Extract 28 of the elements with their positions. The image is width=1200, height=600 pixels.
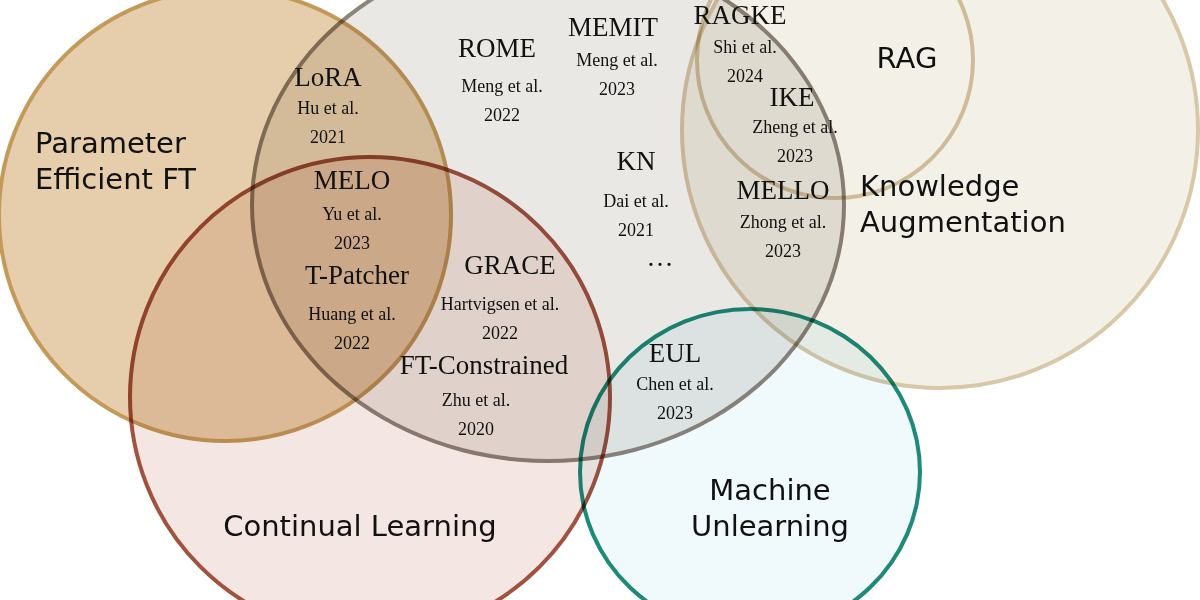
- citation-text: Meng et al. 2023: [575, 49, 659, 101]
- method-name: LoRA: [294, 62, 362, 93]
- method-name: ROME: [458, 33, 536, 64]
- citation-text: Meng et al. 2022: [460, 75, 544, 127]
- method-name: MELLO: [736, 175, 830, 206]
- method-name: MEMIT: [568, 12, 658, 43]
- method-name: EUL: [648, 338, 702, 369]
- citation-text: Yu et al. 2023: [321, 203, 383, 255]
- method-name: MELO: [313, 165, 391, 196]
- method-name: …: [646, 242, 674, 273]
- citation-text: Hartvigsen et al. 2022: [439, 293, 561, 345]
- citation-text: Zhong et al. 2023: [738, 211, 828, 263]
- method-name: FT-Constrained: [399, 350, 569, 381]
- circle-label: RAG: [875, 40, 939, 76]
- circle-label: Machine Unlearning: [690, 472, 850, 544]
- citation-text: Zheng et al. 2023: [751, 116, 839, 168]
- circle-label: Knowledge Augmentation: [860, 168, 1067, 240]
- citation-text: Chen et al. 2023: [635, 373, 715, 425]
- method-name: GRACE: [464, 250, 556, 281]
- circle-label: Parameter Efficient FT: [35, 125, 198, 197]
- citation-text: Hu et al. 2021: [296, 97, 360, 149]
- method-name: RAGKE: [693, 0, 787, 31]
- citation-text: Dai et al. 2021: [602, 190, 670, 242]
- citation-text: Huang et al. 2022: [307, 303, 397, 355]
- method-name: T-Patcher: [305, 260, 409, 291]
- method-name: KN: [616, 146, 656, 177]
- circle-label: Continual Learning: [222, 508, 498, 544]
- citation-text: Zhu et al. 2020: [440, 389, 512, 441]
